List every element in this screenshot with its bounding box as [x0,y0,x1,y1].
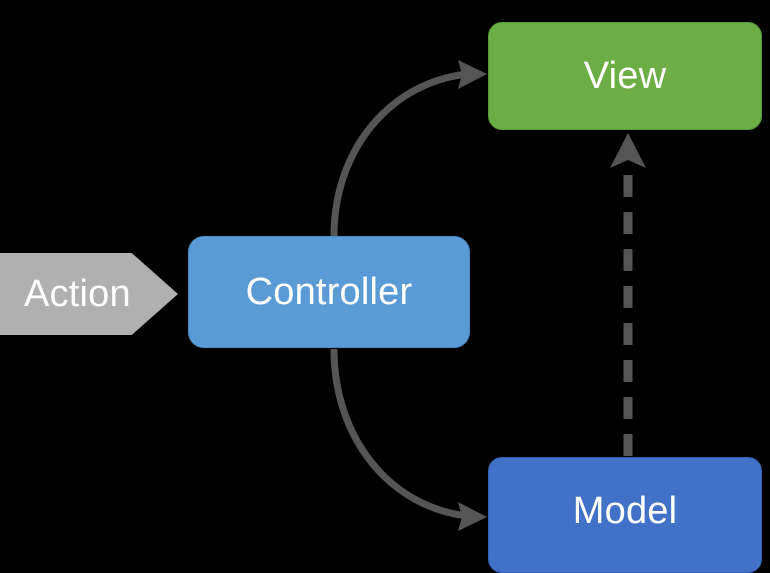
edge-controller-to-view [330,60,487,237]
node-controller-label: Controller [245,271,413,313]
node-model[interactable]: Model [488,457,762,573]
edge-model-to-view [610,133,646,456]
node-controller[interactable]: Controller [188,236,470,348]
node-view-label: View [583,55,667,97]
node-action[interactable]: Action [0,253,178,335]
edge-controller-to-model [330,348,487,531]
node-view[interactable]: View [488,22,762,130]
node-model-label: Model [572,490,678,532]
node-action-label: Action [24,273,131,315]
